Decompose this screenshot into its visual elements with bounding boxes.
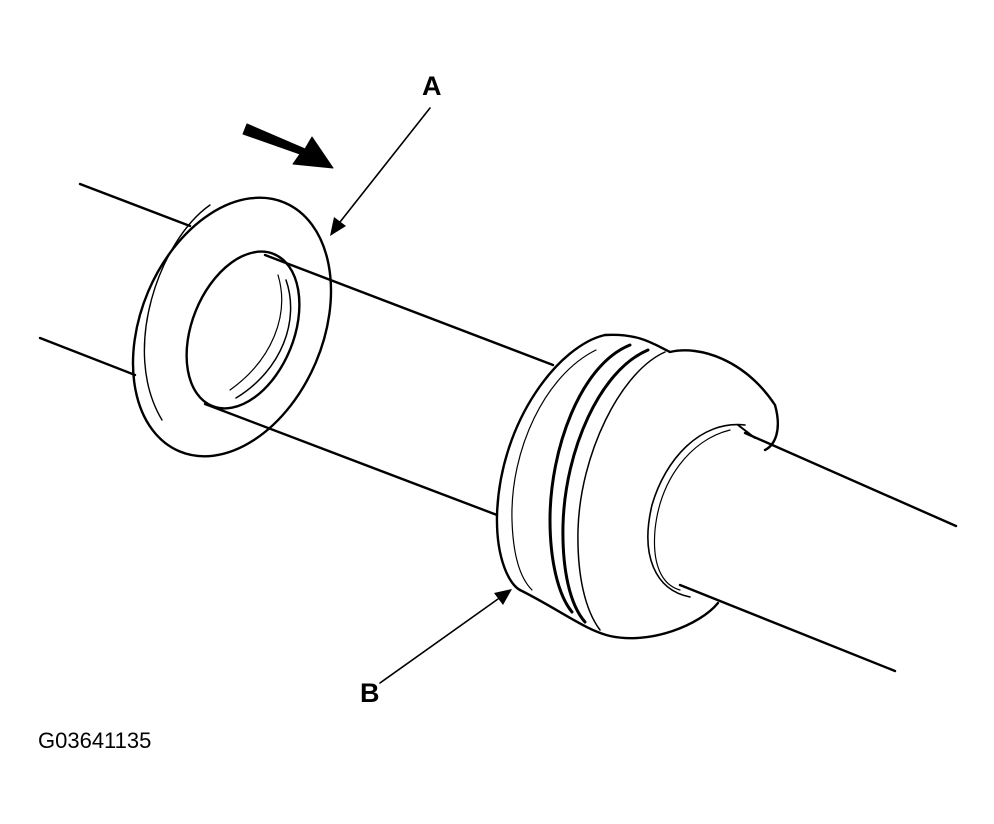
shaft-right-bottom-edge <box>678 583 897 673</box>
shaft-left-top-edge <box>78 182 192 228</box>
shaft-left-bottom-edge <box>38 336 137 377</box>
callout-label-a: A <box>422 71 442 101</box>
shaft-right-top-edge <box>743 431 958 528</box>
washer-a <box>131 196 333 458</box>
shaft-middle-top-edge <box>263 253 555 367</box>
leader-line-b <box>379 589 512 684</box>
direction-arrow-icon <box>242 123 334 169</box>
figure-id: G03641135 <box>38 728 152 753</box>
callout-label-b: B <box>360 678 380 708</box>
seal-b <box>495 333 779 640</box>
leader-line-a <box>330 107 431 236</box>
shaft-middle-bottom-edge <box>203 402 499 517</box>
